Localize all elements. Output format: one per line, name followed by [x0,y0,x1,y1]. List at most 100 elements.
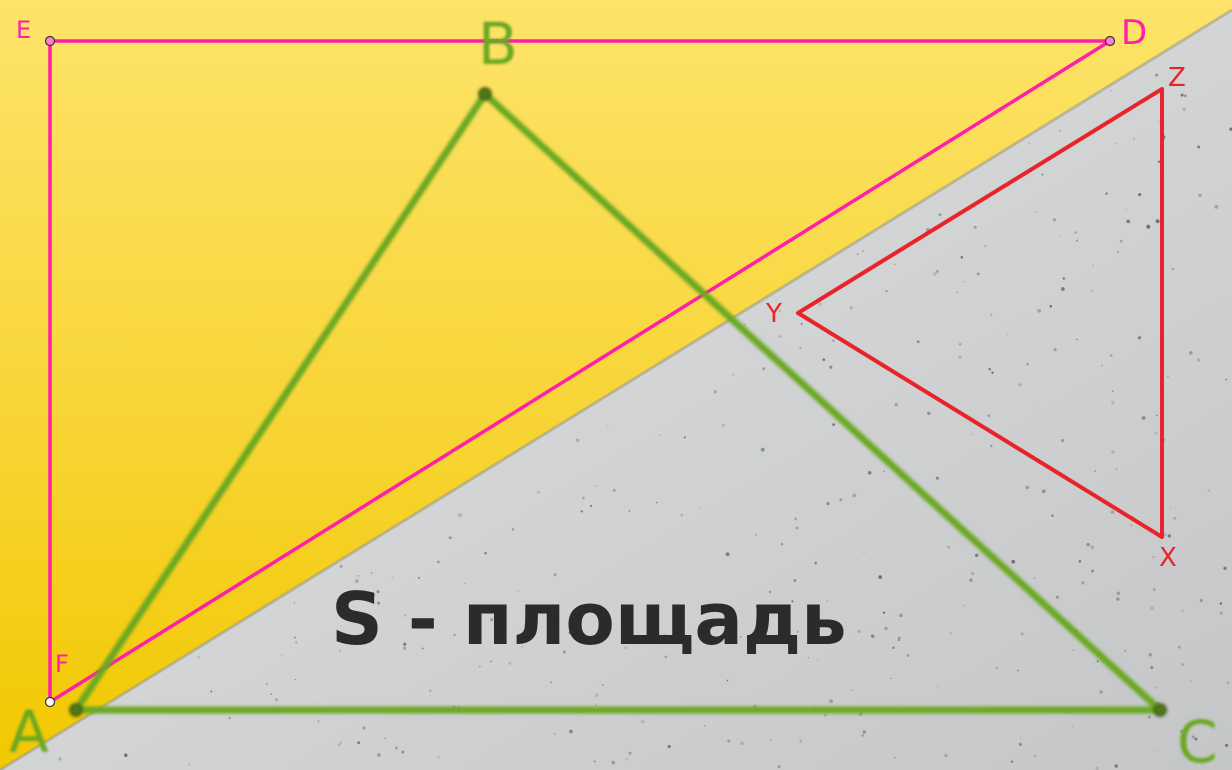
concrete-speckle [628,751,632,755]
concrete-speckle [357,575,360,577]
concrete-speckle [987,414,991,418]
concrete-speckle [464,582,466,584]
concrete-speckle [1033,576,1036,580]
concrete-speckle [743,323,746,326]
concrete-speckle [1226,681,1230,685]
concrete-speckle [1154,750,1156,752]
concrete-speckle [1020,632,1024,636]
concrete-speckle [739,636,742,638]
concrete-speckle [1076,338,1078,341]
concrete-speckle [1086,542,1090,547]
concrete-speckle [1152,587,1156,592]
concrete-speckle [944,753,948,758]
concrete-speckle [870,634,875,638]
concrete-speckle [266,683,268,685]
concrete-speckle [1053,348,1057,352]
concrete-speckle [958,355,962,359]
concrete-speckle [1126,219,1131,224]
concrete-speckle [1154,431,1158,435]
concrete-speckle [1224,743,1229,748]
concrete-speckle [437,756,440,759]
concrete-speckle [401,750,405,754]
concrete-speckle [958,343,962,346]
concrete-speckle [362,726,366,730]
concrete-speckle [760,447,765,452]
concrete-speckle [995,666,999,670]
concrete-speckle [228,716,232,720]
concrete-speckle [391,576,394,579]
label-f: F [55,650,69,678]
concrete-speckle [337,743,341,747]
concrete-speckle [683,436,686,439]
concrete-speckle [893,263,896,266]
concrete-speckle [890,677,892,680]
concrete-speckle [624,646,628,650]
concrete-speckle [947,545,951,549]
concrete-speckle [1090,545,1094,549]
concrete-speckle [1049,304,1053,308]
concrete-speckle [796,630,799,633]
concrete-speckle [1219,602,1223,605]
concrete-speckle [1105,192,1108,195]
concrete-speckle [1207,489,1210,492]
concrete-speckle [897,639,900,642]
concrete-speckle [916,340,920,344]
concrete-speckle [1011,559,1016,564]
concrete-speckle [1062,277,1066,280]
concrete-speckle [1189,679,1192,682]
concrete-speckle [807,656,810,659]
concrete-speckle [1148,653,1152,657]
concrete-speckle [338,649,341,652]
concrete-speckle [1133,137,1136,140]
concrete-speckle [1016,669,1019,672]
concrete-speckle [1169,507,1172,509]
concrete-speckle [970,571,975,576]
label-a: A [9,698,49,766]
concrete-speckle [990,313,993,317]
point-a-marker [69,703,83,717]
concrete-speckle [370,572,373,574]
concrete-speckle [1171,267,1174,271]
concrete-speckle [1018,383,1022,387]
concrete-speckle [991,371,994,374]
concrete-speckle [490,660,492,663]
concrete-speckle [1109,353,1113,357]
concrete-speckle [1111,450,1115,454]
concrete-speckle [1116,591,1121,596]
concrete-speckle [1181,663,1184,666]
concrete-speckle [1163,439,1166,441]
concrete-speckle [769,739,772,742]
concrete-speckle [1006,333,1009,336]
concrete-speckle [740,741,745,746]
concrete-speckle [1072,726,1074,728]
concrete-speckle [892,646,895,650]
concrete-speckle [780,542,784,546]
concrete-speckle [829,699,833,704]
concrete-speckle [1091,569,1094,573]
concrete-speckle [1181,609,1184,612]
concrete-speckle [1026,363,1029,366]
concrete-speckle [562,650,566,654]
concrete-speckle [490,618,494,622]
concrete-speckle [988,367,992,371]
concrete-speckle [1125,208,1127,211]
concrete-speckle [1154,686,1157,689]
red-triangle-outline [796,87,1164,539]
concrete-speckle [281,654,283,656]
concrete-speckle [1074,231,1077,234]
concrete-speckle [1111,400,1115,405]
concrete-speckle [963,604,965,607]
concrete-speckle [575,438,580,443]
concrete-speckle [659,434,662,436]
concrete-speckle [893,756,896,759]
concrete-speckle [793,578,797,582]
concrete-speckle [1228,407,1230,410]
concrete-speckle [1060,439,1065,443]
green-triangle [69,87,1167,717]
concrete-speckle [448,536,452,540]
concrete-speckle [974,553,979,558]
concrete-speckle [376,590,380,594]
concrete-speckle [403,642,407,646]
point-e-marker [44,35,56,47]
